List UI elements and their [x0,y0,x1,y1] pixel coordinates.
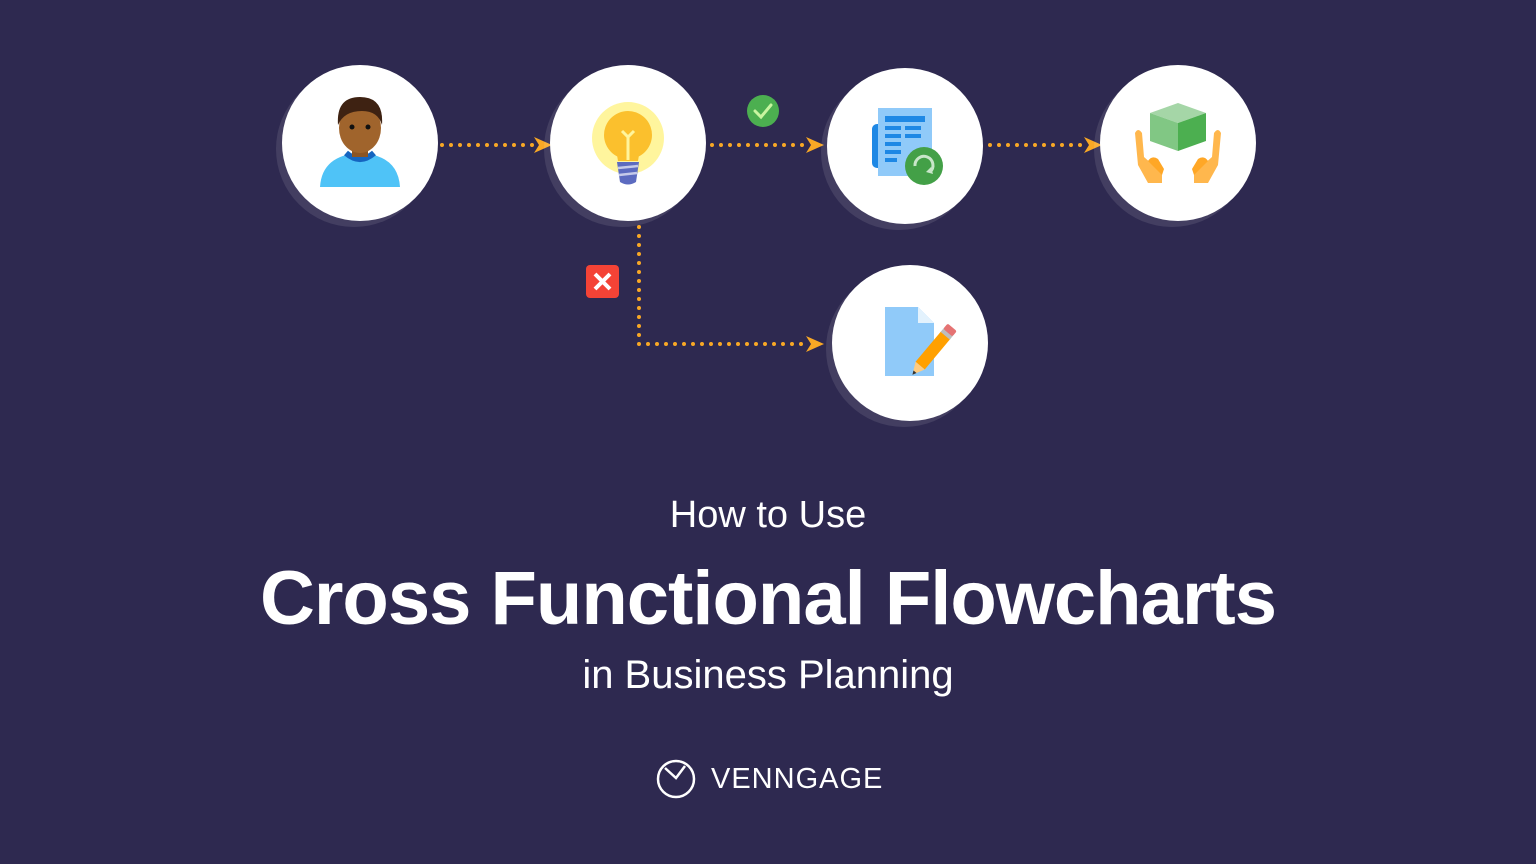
venngage-logo-icon [656,759,696,799]
subtitle-top: How to Use [669,494,867,536]
arrow-document-to-delivery [988,137,1102,153]
close-icon [586,265,619,298]
person-icon [320,97,400,187]
node-delivery [1100,65,1256,221]
node-document-refresh [827,68,983,224]
brand-name: VENNGAGE [711,762,884,795]
check-icon [747,95,779,127]
subtitle-bottom: in Business Planning [582,653,954,697]
arrow-idea-to-document [710,137,824,153]
node-person [282,65,438,221]
document-edit-icon [885,307,957,376]
page-title: Cross Functional Flowcharts [259,556,1277,641]
arrow-person-to-idea [440,137,552,153]
arrow-idea-to-edit [637,225,824,352]
brand-logo: VENNGAGE [655,758,883,800]
lightbulb-icon [592,102,664,185]
document-refresh-icon [872,108,943,185]
hands-box-icon [1135,103,1221,183]
node-idea [550,65,706,221]
node-edit [832,265,988,421]
